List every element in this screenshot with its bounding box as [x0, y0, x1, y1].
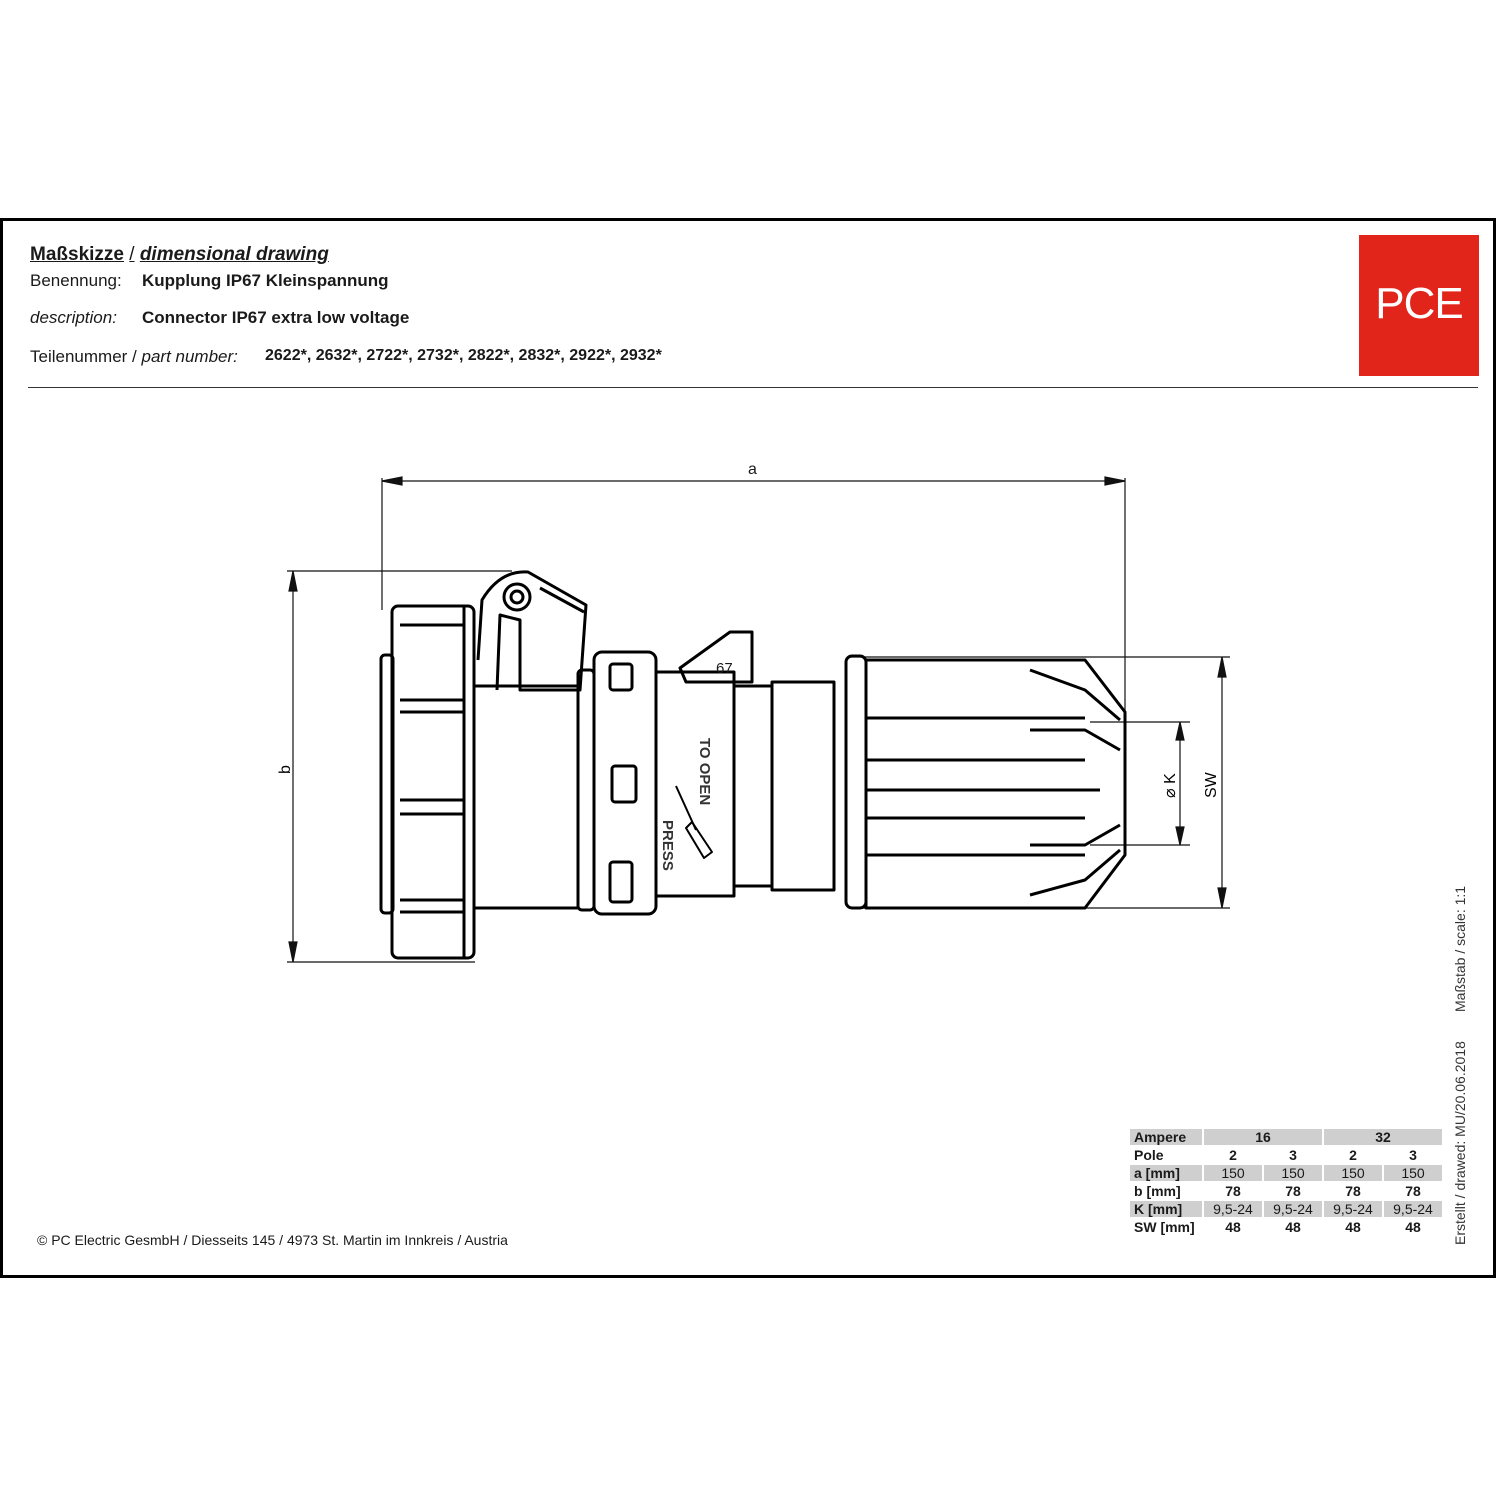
row-label: b [mm]	[1134, 1183, 1181, 1199]
table-cell: 48	[1405, 1219, 1421, 1235]
table-cell: 78	[1285, 1183, 1301, 1199]
row-label: K [mm]	[1130, 1201, 1202, 1217]
table-row-pole: Pole 2 3 2 3	[1130, 1147, 1442, 1163]
name-label: Benennung:	[30, 271, 122, 290]
name-value: Kupplung IP67 Kleinspannung	[142, 271, 389, 290]
scale-text: Maßstab / scale: 1:1	[1452, 885, 1468, 1012]
table-cell: 9,5-24	[1264, 1201, 1322, 1217]
header-ampere: Ampere	[1130, 1129, 1202, 1145]
table-cell: 2	[1229, 1147, 1237, 1163]
spec-table: Ampere 16 32 Pole 2 3 2 3 a [mm] 150 150…	[1128, 1127, 1444, 1237]
connector-body	[379, 570, 1127, 960]
table-cell: 3	[1289, 1147, 1297, 1163]
dim-sw-label: SW	[1203, 772, 1220, 798]
table-row-b: b [mm] 78 78 78 78	[1130, 1183, 1442, 1199]
dimension-lines	[287, 476, 1230, 963]
table-cell: 9,5-24	[1324, 1201, 1382, 1217]
drawn-text: Erstellt / drawed: MU/20.06.2018	[1452, 1041, 1468, 1245]
table-cell: 150	[1324, 1165, 1382, 1181]
title-sep: /	[129, 244, 135, 265]
table-cell: 150	[1384, 1165, 1442, 1181]
table-cell: 150	[1264, 1165, 1322, 1181]
footer-copyright: © PC Electric GesmbH / Diesseits 145 / 4…	[37, 1232, 508, 1248]
pce-logo: PCE	[1359, 235, 1479, 376]
table-cell: 48	[1225, 1219, 1241, 1235]
table-cell: 2	[1349, 1147, 1357, 1163]
dim-b-label: b	[277, 765, 294, 774]
logo-text: PCE	[1375, 279, 1463, 328]
row-label: Pole	[1134, 1147, 1164, 1163]
sheet-title: Maßskizze / dimensional drawing	[30, 244, 329, 266]
row-label: SW [mm]	[1134, 1219, 1195, 1235]
title-de: Maßskizze	[30, 244, 124, 265]
header-16: 16	[1204, 1129, 1322, 1145]
header-32: 32	[1324, 1129, 1442, 1145]
table-cell: 48	[1345, 1219, 1361, 1235]
table-row-k: K [mm] 9,5-24 9,5-24 9,5-24 9,5-24	[1130, 1201, 1442, 1217]
desc-label: description:	[30, 308, 117, 327]
row-label: a [mm]	[1130, 1165, 1202, 1181]
header-rule	[28, 387, 1478, 388]
table-cell: 9,5-24	[1384, 1201, 1442, 1217]
drawing-sheet	[0, 218, 1496, 1278]
press-label-1: PRESS	[659, 820, 676, 871]
part-value: 2622*, 2632*, 2722*, 2732*, 2822*, 2832*…	[265, 347, 662, 364]
dim-k-label: ⌀ K	[1162, 773, 1179, 798]
table-row-a: a [mm] 150 150 150 150	[1130, 1165, 1442, 1181]
part-label: Teilenummer / part number:	[30, 347, 238, 367]
table-header-row: Ampere 16 32	[1130, 1129, 1442, 1145]
table-cell: 150	[1204, 1165, 1262, 1181]
ip-mark: 67	[716, 660, 733, 677]
part-label-en: part number:	[141, 347, 238, 366]
press-label-2: TO OPEN	[696, 738, 713, 806]
table-cell: 78	[1225, 1183, 1241, 1199]
table-row-sw: SW [mm] 48 48 48 48	[1130, 1219, 1442, 1235]
table-cell: 48	[1285, 1219, 1301, 1235]
table-cell: 78	[1405, 1183, 1421, 1199]
part-label-de: Teilenummer /	[30, 347, 137, 366]
table-cell: 9,5-24	[1204, 1201, 1262, 1217]
desc-value: Connector IP67 extra low voltage	[142, 308, 410, 327]
table-cell: 78	[1345, 1183, 1361, 1199]
title-en: dimensional drawing	[139, 244, 329, 265]
dim-a-label: a	[748, 461, 757, 478]
table-cell: 3	[1409, 1147, 1417, 1163]
